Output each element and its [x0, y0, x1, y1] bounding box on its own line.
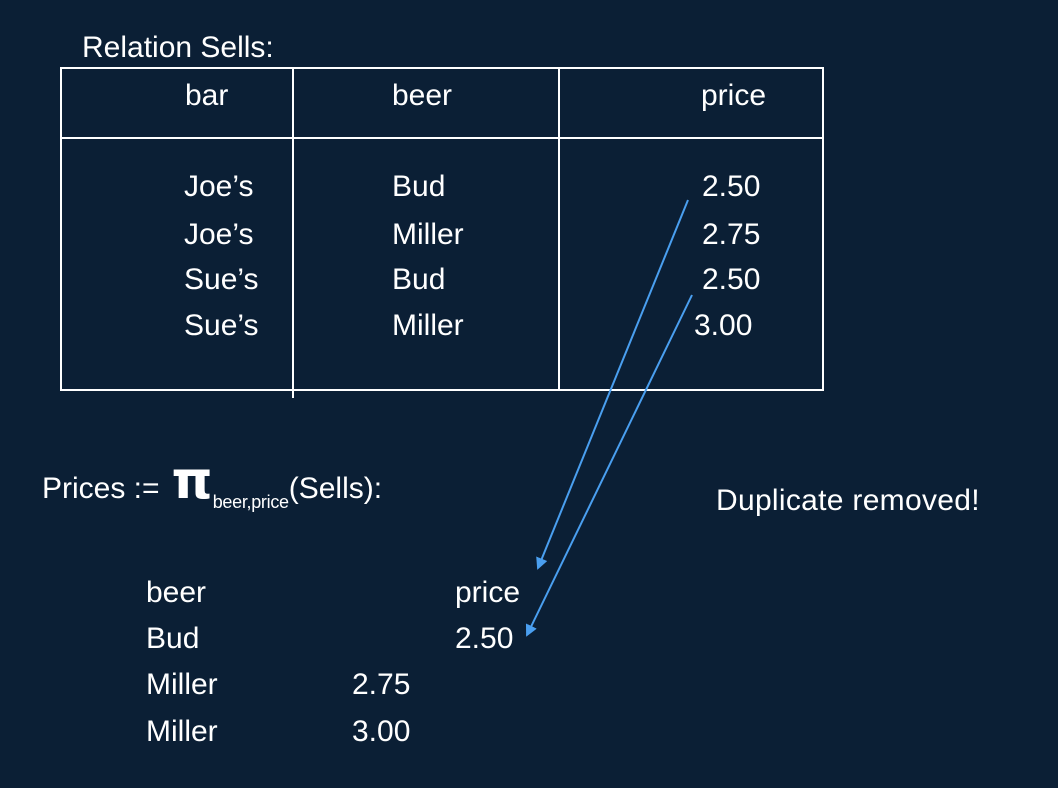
result-row-2-beer: Miller: [146, 668, 218, 701]
relation-title: Relation Sells:: [82, 31, 274, 64]
sells-row-4-beer: Miller: [392, 309, 464, 342]
sells-row-2-bar: Joe’s: [184, 218, 254, 251]
projection-argument: (Sells):: [288, 472, 383, 505]
sells-row-1-bar: Joe’s: [184, 170, 254, 203]
result-header-beer: beer: [146, 576, 207, 609]
result-row-3-beer: Miller: [146, 715, 218, 748]
sells-row-1-price: 2.50: [702, 170, 761, 203]
result-row-1-price: 2.50: [455, 622, 514, 655]
projection-attributes: beer,price: [212, 492, 289, 512]
result-header-price: price: [455, 576, 521, 609]
sells-header-beer: beer: [392, 79, 453, 112]
sells-row-3-bar: Sue’s: [184, 263, 259, 296]
sells-row-1-beer: Bud: [392, 170, 446, 203]
sells-row-3-price: 2.50: [702, 263, 761, 296]
table-border: [60, 67, 824, 391]
sells-row-4-price: 3.00: [694, 309, 753, 342]
sells-header-bar: bar: [185, 79, 229, 112]
sells-row-2-price: 2.75: [702, 218, 761, 251]
duplicate-removed-note: Duplicate removed!: [716, 484, 980, 517]
pi-operator-symbol: π: [171, 451, 213, 511]
sells-row-3-beer: Bud: [392, 263, 446, 296]
projection-expression: Prices := π beer,price (Sells):: [42, 451, 383, 511]
result-row-1-beer: Bud: [146, 622, 200, 655]
sells-row-4-bar: Sue’s: [184, 309, 259, 342]
projection-lhs: Prices :=: [42, 472, 160, 505]
sells-row-2-beer: Miller: [392, 218, 464, 251]
sells-header-price: price: [701, 79, 767, 112]
result-row-2-price: 2.75: [352, 668, 411, 701]
result-row-3-price: 3.00: [352, 715, 411, 748]
